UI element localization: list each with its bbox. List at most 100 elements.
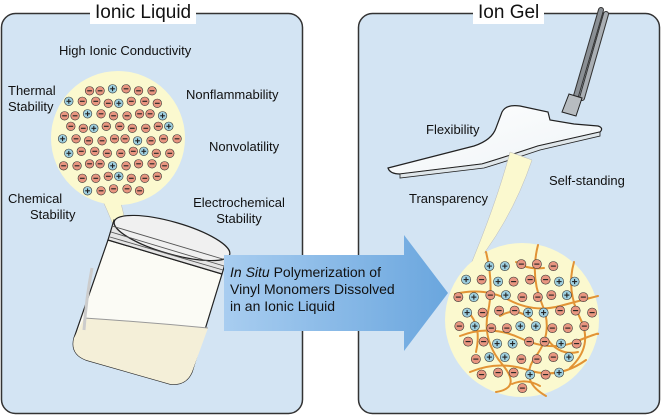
label-chemical-line2: Stability bbox=[30, 207, 76, 222]
cation-icon bbox=[157, 111, 168, 121]
ion-gel-film bbox=[387, 105, 603, 179]
process-line2: Vinyl Monomers Dissolved bbox=[230, 281, 395, 297]
cation-icon bbox=[523, 307, 533, 318]
cation-icon bbox=[468, 292, 479, 302]
anion-icon bbox=[548, 352, 559, 362]
cation-icon bbox=[499, 352, 510, 362]
anion-icon bbox=[516, 354, 527, 364]
label-nonvolatility: Nonvolatility bbox=[209, 139, 280, 154]
anion-icon bbox=[508, 276, 519, 287]
anion-icon bbox=[91, 96, 101, 106]
anion-icon bbox=[485, 290, 496, 300]
anion-icon bbox=[140, 96, 150, 106]
anion-icon bbox=[84, 86, 95, 96]
anion-icon bbox=[115, 121, 125, 131]
cation-icon bbox=[469, 321, 480, 331]
anion-icon bbox=[141, 123, 151, 133]
cation-icon bbox=[525, 369, 535, 380]
process-line1: In Situ Polymerization of bbox=[230, 264, 395, 281]
anion-icon bbox=[91, 173, 101, 183]
cation-icon bbox=[57, 134, 68, 144]
anion-icon bbox=[96, 186, 106, 196]
anion-icon bbox=[66, 121, 76, 131]
anion-icon bbox=[133, 159, 144, 169]
anion-icon bbox=[478, 336, 489, 347]
anion-icon bbox=[570, 305, 581, 316]
ionic-liquid-ions bbox=[57, 84, 182, 196]
cation-icon bbox=[554, 276, 564, 287]
cation-icon bbox=[64, 148, 74, 158]
cation-icon bbox=[107, 84, 118, 94]
label-self-standing: Self-standing bbox=[549, 173, 625, 188]
anion-icon bbox=[70, 111, 80, 121]
cation-icon bbox=[563, 352, 574, 362]
anion-icon bbox=[486, 323, 497, 333]
cation-icon bbox=[499, 261, 510, 271]
anion-icon bbox=[531, 354, 542, 364]
anion-icon bbox=[126, 96, 136, 106]
cation-icon bbox=[114, 98, 124, 108]
anion-icon bbox=[134, 109, 145, 119]
cation-icon bbox=[507, 338, 518, 349]
anion-icon bbox=[84, 159, 95, 169]
anion-icon bbox=[540, 274, 551, 285]
anion-icon bbox=[546, 290, 557, 300]
label-flexibility: Flexibility bbox=[426, 122, 480, 137]
anion-icon bbox=[128, 146, 138, 156]
anion-icon bbox=[121, 84, 131, 94]
anion-icon bbox=[146, 136, 156, 146]
anion-icon bbox=[95, 159, 105, 169]
label-thermal-line2: Stability bbox=[8, 99, 54, 114]
anion-icon bbox=[159, 161, 170, 171]
cation-icon bbox=[484, 352, 495, 362]
label-thermal-stability: Thermal Stability bbox=[8, 83, 56, 115]
cation-icon bbox=[82, 186, 93, 196]
anion-icon bbox=[120, 134, 130, 144]
anion-icon bbox=[121, 161, 131, 171]
anion-icon bbox=[454, 321, 465, 331]
label-electrochemical-line2: Stability bbox=[216, 211, 262, 226]
anion-icon bbox=[127, 123, 137, 133]
anion-icon bbox=[122, 111, 132, 121]
cation-icon bbox=[462, 307, 472, 318]
anion-icon bbox=[516, 259, 527, 269]
anion-icon bbox=[145, 109, 155, 119]
anion-icon bbox=[152, 171, 162, 181]
cation-icon bbox=[132, 136, 143, 146]
process-line3: in an Ionic Liquid bbox=[230, 298, 336, 314]
anion-icon bbox=[578, 292, 589, 302]
cation-icon bbox=[164, 121, 174, 131]
anion-icon bbox=[77, 96, 87, 106]
anion-icon bbox=[153, 121, 163, 131]
anion-icon bbox=[122, 184, 132, 194]
cation-icon bbox=[554, 367, 564, 378]
ion-gel-ions bbox=[453, 259, 597, 393]
anion-icon bbox=[493, 367, 503, 378]
cation-icon bbox=[114, 171, 124, 181]
cation-icon bbox=[484, 261, 495, 271]
anion-icon bbox=[540, 369, 551, 380]
cation-icon bbox=[515, 321, 526, 331]
label-transparency: Transparency bbox=[409, 191, 488, 206]
anion-icon bbox=[103, 171, 113, 181]
anion-icon bbox=[101, 121, 111, 131]
cation-icon bbox=[64, 96, 74, 106]
anion-icon bbox=[72, 161, 82, 171]
anion-icon bbox=[532, 292, 543, 302]
anion-icon bbox=[96, 109, 106, 119]
process-arrow bbox=[224, 235, 448, 351]
label-electrochemical-line1: Electrochemical bbox=[193, 195, 285, 210]
anion-icon bbox=[524, 336, 534, 347]
cation-icon bbox=[530, 321, 541, 331]
anion-icon bbox=[531, 259, 542, 269]
anion-icon bbox=[525, 274, 535, 285]
anion-icon bbox=[58, 161, 69, 171]
anion-icon bbox=[477, 307, 488, 318]
anion-icon bbox=[165, 148, 175, 158]
label-chemical-stability: Chemical Stability bbox=[8, 191, 76, 223]
anion-icon bbox=[509, 305, 520, 316]
anion-icon bbox=[108, 111, 119, 121]
process-line1-italic: In Situ bbox=[230, 264, 270, 280]
label-high-ionic-conductivity: High Ionic Conductivity bbox=[59, 43, 192, 58]
cation-icon bbox=[500, 290, 511, 300]
